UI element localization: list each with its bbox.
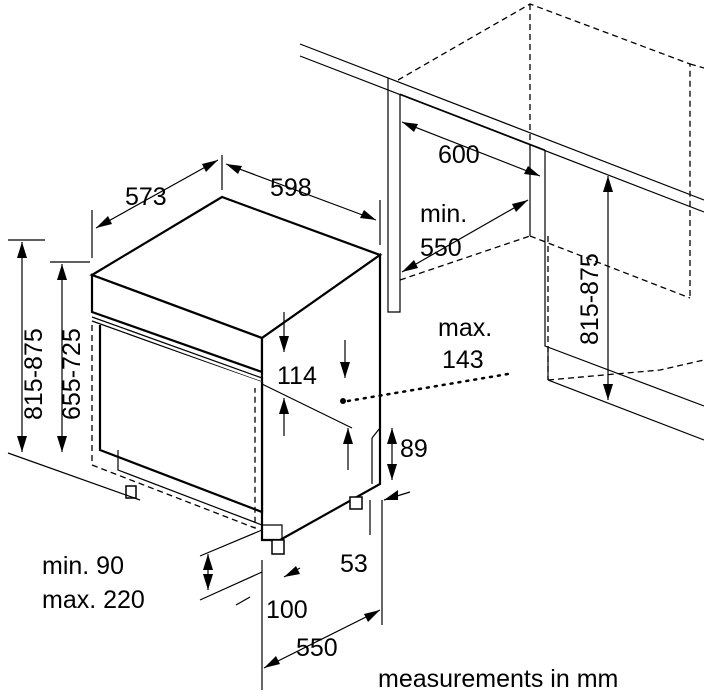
plinth-bottom [117,450,283,540]
niche-floor-back [529,235,691,299]
label-plinth-min: min. 90 [42,552,124,580]
niche-floor-front-dash [399,235,531,281]
label-598: 598 [270,174,312,202]
foot-front-left [125,485,137,499]
niche-back-top [397,3,691,210]
dimension-labels: 573 598 600 min. 550 815-875 815-875 655… [20,141,618,693]
foot-rear-right [349,496,363,510]
label-600: 600 [438,141,480,169]
label-114: 114 [277,362,317,390]
installation-niche [299,3,704,441]
dishwasher-body [89,195,383,555]
dishwasher-front [98,325,264,514]
right-cabinet-edge-b [544,150,704,407]
label-niche-min: min. [420,200,467,228]
units-note: measurements in mm [378,665,618,693]
plinth-rear-notch [371,427,381,439]
dimension-lines [7,121,613,690]
right-cabinet-floor [547,379,704,441]
label-550-bottom: 550 [296,634,338,662]
label-plinth-max: max. 220 [42,586,145,614]
left-cabinet-panel [387,78,401,313]
niche-floor-dash [547,359,704,381]
label-573: 573 [125,183,167,211]
label-max: max. [438,314,492,342]
left-cabinet-top [399,93,546,151]
label-height-815-875: 815-875 [20,328,48,420]
panel-gap-1 [91,316,263,379]
label-height-655-725: 655-725 [58,328,86,420]
door-outline-dashed [91,325,256,529]
label-niche-height: 815-875 [576,253,604,345]
label-89: 89 [400,435,428,463]
panel-gap-2 [91,320,263,383]
foot-front-right [271,539,285,555]
niche-back-edge [689,63,704,69]
label-53: 53 [340,550,368,578]
label-143: 143 [442,346,484,374]
worktop-edge-top [299,43,704,201]
label-niche-550: 550 [420,234,462,262]
label-100: 100 [266,596,308,624]
